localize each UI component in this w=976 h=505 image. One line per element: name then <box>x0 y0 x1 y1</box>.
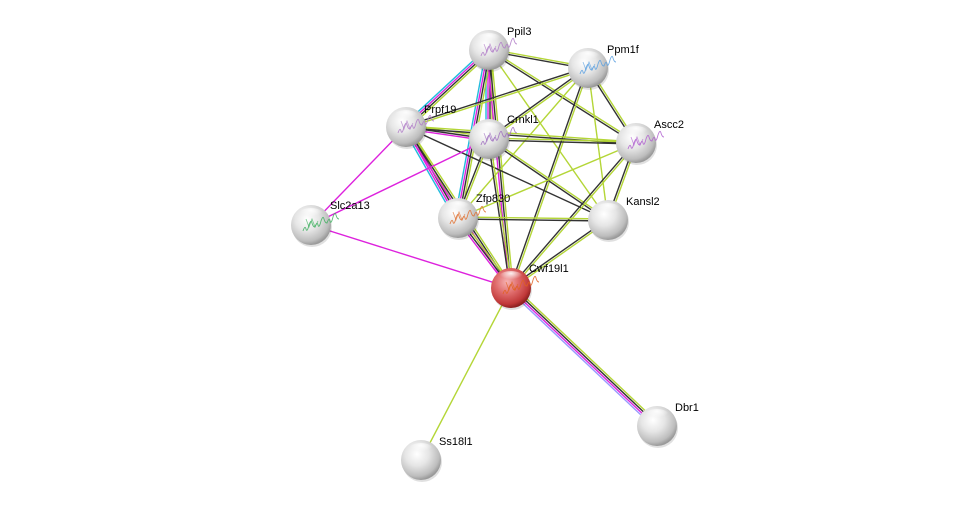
edge-line-textmining <box>587 67 609 221</box>
edge-prpf19-slc2a13[interactable] <box>310 126 407 226</box>
edge-zfp830-kansl2[interactable] <box>457 216 609 222</box>
edge-line-coexpression <box>488 66 588 139</box>
edge-line-coexpression <box>487 139 511 289</box>
edge-ppm1f-zfp830[interactable] <box>457 67 589 219</box>
node-highlight <box>596 203 620 215</box>
edge-line-textmining <box>406 125 637 143</box>
edge-line-textmining <box>489 48 637 143</box>
edge-line-coexpression <box>511 286 659 426</box>
edge-line-textmining <box>420 287 512 461</box>
node-ppm1f[interactable]: Ppm1f <box>568 44 640 90</box>
node-label: Crnkl1 <box>507 114 539 126</box>
edge-line-experiments <box>310 138 490 226</box>
node-highlight <box>446 201 470 213</box>
edge-line-coexpression <box>509 141 636 288</box>
node-highlight <box>576 51 600 63</box>
edge-cwf19l1-dbr1[interactable] <box>508 285 660 429</box>
node-highlight <box>645 409 669 421</box>
node-zfp830[interactable]: Zfp830 <box>438 193 510 240</box>
edge-ppm1f-prpf19[interactable] <box>405 66 589 129</box>
edge-line-experiments <box>310 126 407 226</box>
edge-line-textmining <box>489 138 513 288</box>
edge-line-textmining <box>406 68 589 129</box>
node-dbr1[interactable]: Dbr1 <box>637 402 699 448</box>
node-ppil3[interactable]: Ppil3 <box>469 26 531 72</box>
node-slc2a13[interactable]: Slc2a13 <box>291 200 370 247</box>
edge-line-coexpression <box>457 218 608 222</box>
node-ascc2[interactable]: Ascc2 <box>616 119 684 165</box>
protein-structure-icon <box>502 275 540 295</box>
edge-slc2a13-cwf19l1[interactable] <box>310 224 512 289</box>
node-label: Ppil3 <box>507 26 531 38</box>
edge-line-textmining <box>458 216 609 220</box>
node-label: Ascc2 <box>654 119 684 131</box>
edge-line-coexpression <box>405 66 588 127</box>
node-label: Zfp830 <box>476 193 510 205</box>
edge-crnkl1-ascc2[interactable] <box>488 137 637 145</box>
edge-line-homology <box>508 289 656 429</box>
protein-structure-icon <box>397 114 435 134</box>
edge-line-textmining <box>511 143 638 290</box>
node-label: Cwf19l1 <box>529 263 569 275</box>
node-label: Ppm1f <box>607 44 640 56</box>
node-highlight <box>477 33 501 45</box>
node-label: Ss18l1 <box>439 436 473 448</box>
edge-line-textmining <box>457 142 637 219</box>
edge-line-experiments <box>509 288 657 428</box>
edge-crnkl1-cwf19l1[interactable] <box>487 138 513 289</box>
edge-crnkl1-slc2a13[interactable] <box>310 138 490 226</box>
edge-cwf19l1-ss18l1[interactable] <box>420 287 512 461</box>
node-label: Kansl2 <box>626 196 660 208</box>
edge-line-textmining <box>489 137 609 220</box>
node-label: Slc2a13 <box>330 200 370 212</box>
edge-ppm1f-cwf19l1[interactable] <box>509 67 590 289</box>
node-ss18l1[interactable]: Ss18l1 <box>401 436 473 482</box>
protein-structure-icon <box>579 55 617 75</box>
edge-line-textmining <box>488 49 609 221</box>
protein-structure-icon <box>480 37 518 57</box>
edge-ppm1f-kansl2[interactable] <box>587 67 609 221</box>
edge-prpf19-kansl2[interactable] <box>405 126 609 221</box>
edge-ppm1f-crnkl1[interactable] <box>488 66 589 141</box>
node-label: Prpf19 <box>424 104 456 116</box>
edge-line-textmining <box>489 137 637 143</box>
edge-line-textmining <box>512 285 660 425</box>
node-highlight <box>409 443 433 455</box>
edge-line-textmining <box>489 68 589 141</box>
edge-line-coexpression <box>488 139 636 145</box>
edge-ascc2-zfp830[interactable] <box>457 142 637 219</box>
node-highlight <box>299 208 323 220</box>
node-highlight <box>477 122 501 134</box>
node-highlight <box>624 126 648 138</box>
node-kansl2[interactable]: Kansl2 <box>588 196 660 242</box>
node-prpf19[interactable]: Prpf19 <box>386 104 456 149</box>
protein-structure-icon <box>480 126 518 146</box>
edge-line-textmining <box>490 49 514 288</box>
node-highlight <box>499 271 523 283</box>
protein-structure-icon <box>627 130 665 150</box>
edge-line-textmining <box>457 67 589 219</box>
node-cwf19l1[interactable]: Cwf19l1 <box>491 263 569 310</box>
edge-line-coexpression <box>405 126 609 221</box>
node-crnkl1[interactable]: Crnkl1 <box>469 114 539 161</box>
edge-line-experiments <box>310 224 512 289</box>
node-highlight <box>394 110 418 122</box>
edge-ascc2-cwf19l1[interactable] <box>509 141 638 290</box>
edge-ppil3-kansl2[interactable] <box>488 49 609 221</box>
protein-structure-icon <box>302 212 340 232</box>
edges-layer <box>310 47 660 461</box>
protein-structure-icon <box>449 205 487 225</box>
node-label: Dbr1 <box>675 402 699 414</box>
